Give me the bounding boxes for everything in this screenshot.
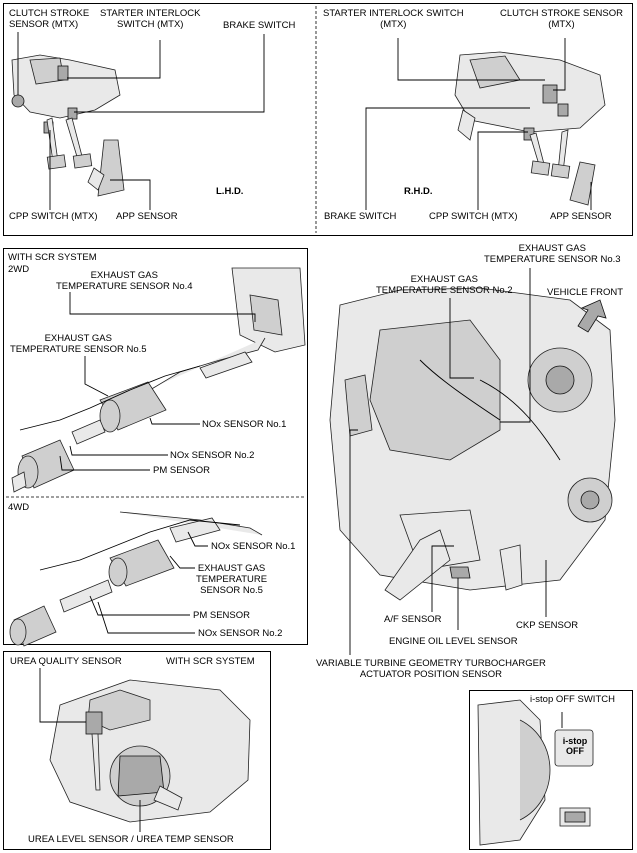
istop-illustration bbox=[477, 699, 594, 846]
vgt-actuator-position-sensor-label: VARIABLE TURBINE GEOMETRY TURBOCHARGER A… bbox=[316, 658, 546, 680]
lhd-cpp-switch-label: CPP SWITCH (MTX) bbox=[9, 211, 98, 222]
2wd-pm-sensor-label: PM SENSOR bbox=[153, 465, 211, 476]
istop-off-switch-label: i-stop OFF SWITCH bbox=[530, 694, 615, 705]
rhd-pedal-illustration bbox=[454, 51, 606, 206]
egt-no3-label: EXHAUST GAS TEMPERATURE SENSOR No.3 bbox=[484, 243, 621, 265]
lhd-starter-interlock-switch-label: STARTER INTERLOCK SWITCH (MTX) bbox=[100, 8, 201, 30]
exhaust-4wd-illustration bbox=[9, 511, 263, 647]
rhd-side-tag: R.H.D. bbox=[404, 186, 433, 197]
2wd-egt-no5-label: EXHAUST GAS TEMPERATURE SENSOR No.5 bbox=[10, 333, 147, 355]
urea-quality-sensor-label: UREA QUALITY SENSOR bbox=[10, 656, 122, 667]
rhd-brake-switch-label: BRAKE SWITCH bbox=[324, 211, 397, 222]
4wd-pm-sensor-label: PM SENSOR bbox=[193, 610, 251, 621]
istop-off-button: i-stop OFF bbox=[562, 736, 588, 756]
af-sensor-label: A/F SENSOR bbox=[384, 614, 442, 625]
exhaust-panel-title: WITH SCR SYSTEM bbox=[8, 252, 97, 263]
urea-tank-illustration bbox=[49, 679, 251, 823]
urea-level-temp-sensor-label: UREA LEVEL SENSOR / UREA TEMP SENSOR bbox=[28, 834, 234, 845]
2wd-nox-no2-label: NOx SENSOR No.2 bbox=[170, 450, 255, 461]
ckp-sensor-label: CKP SENSOR bbox=[516, 620, 579, 631]
rhd-cpp-switch-label: CPP SWITCH (MTX) bbox=[429, 211, 518, 222]
lhd-pedal-illustration bbox=[11, 54, 125, 197]
lhd-app-sensor-label: APP SENSOR bbox=[116, 211, 178, 222]
pedal-leader-lines bbox=[17, 32, 592, 210]
2wd-heading: 2WD bbox=[8, 264, 30, 275]
4wd-heading: 4WD bbox=[8, 502, 30, 513]
engine-leader-lines bbox=[349, 268, 547, 655]
4wd-nox-no2-label: NOx SENSOR No.2 bbox=[198, 628, 283, 639]
4wd-nox-no1-label: NOx SENSOR No.1 bbox=[211, 541, 296, 552]
exhaust-2wd-illustration bbox=[11, 267, 306, 493]
lhd-clutch-stroke-sensor-label: CLUTCH STROKE SENSOR (MTX) bbox=[9, 8, 90, 30]
lhd-brake-switch-label: BRAKE SWITCH bbox=[223, 20, 296, 31]
urea-leader-lines bbox=[39, 668, 141, 832]
rhd-clutch-stroke-sensor-label: CLUTCH STROKE SENSOR (MTX) bbox=[500, 8, 623, 30]
2wd-egt-no4-label: EXHAUST GAS TEMPERATURE SENSOR No.4 bbox=[56, 270, 193, 292]
4wd-egt-no5-label: EXHAUST GAS TEMPERATURE SENSOR No.5 bbox=[196, 563, 268, 596]
lhd-side-tag: L.H.D. bbox=[216, 186, 244, 197]
exhaust-2wd-leader-lines bbox=[59, 292, 256, 471]
vehicle-front-arrow bbox=[577, 299, 607, 333]
rhd-app-sensor-label: APP SENSOR bbox=[550, 211, 612, 222]
2wd-nox-no1-label: NOx SENSOR No.1 bbox=[202, 419, 287, 430]
exhaust-4wd-leader-lines bbox=[89, 531, 208, 634]
rhd-starter-interlock-switch-label: STARTER INTERLOCK SWITCH (MTX) bbox=[323, 8, 464, 30]
engine-illustration bbox=[329, 287, 616, 601]
vehicle-front-label: VEHICLE FRONT bbox=[547, 287, 624, 298]
urea-system-tag: WITH SCR SYSTEM bbox=[166, 656, 255, 667]
egt-no2-label: EXHAUST GAS TEMPERATURE SENSOR No.2 bbox=[376, 274, 513, 296]
engine-oil-level-sensor-label: ENGINE OIL LEVEL SENSOR bbox=[389, 636, 518, 647]
